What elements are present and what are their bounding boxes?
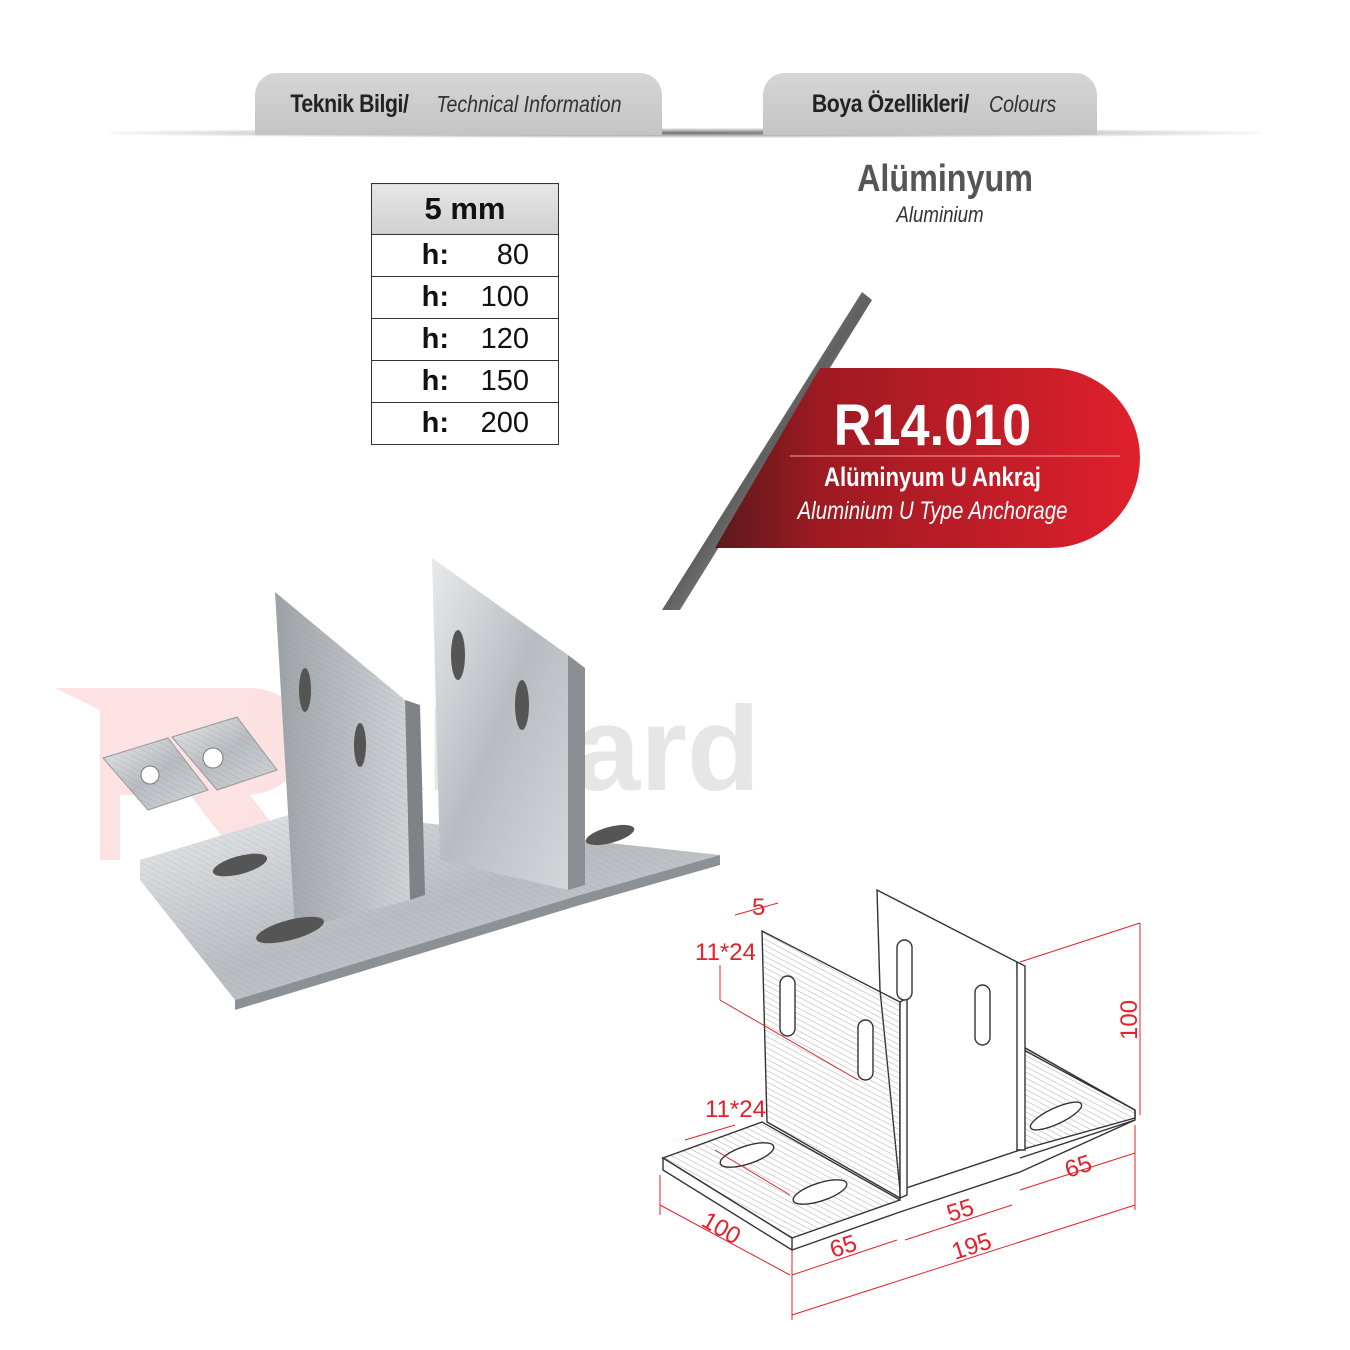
tab-technical-information: Teknik Bilgi/ Technical Information <box>255 73 662 135</box>
product-photo <box>102 558 720 1010</box>
product-name-en: Aluminium U Type Anchorage <box>797 497 1068 525</box>
material-en: Aluminium <box>896 202 984 227</box>
row-value: 150 <box>480 365 529 397</box>
spec-table: 5 mm h: 80 h: 100 h: 120 h: 150 h: 200 <box>371 183 559 445</box>
row-value: 100 <box>480 281 529 313</box>
tab-label-italic: Technical Information <box>435 90 621 117</box>
dim-thickness: 5 <box>752 894 765 921</box>
tab-label-bold: Teknik Bilgi/ <box>290 89 409 118</box>
row-value: 80 <box>496 239 529 271</box>
dim-slot-base: 11*24 <box>705 1096 766 1123</box>
header-divider <box>110 128 1260 138</box>
material-tr: Alüminyum <box>857 158 1033 200</box>
tab-label-italic: Colours <box>989 90 1057 117</box>
row-label: h: <box>421 239 449 271</box>
row-label: h: <box>421 407 449 439</box>
dim-total: 195 <box>949 1228 995 1266</box>
product-code: R14.010 <box>833 393 1032 458</box>
dim-right-flange: 65 <box>1062 1150 1096 1184</box>
tab-label-bold: Boya Özellikleri/ <box>811 89 969 118</box>
dim-slot-upright: 11*24 <box>695 939 756 966</box>
row-value: 120 <box>480 323 529 355</box>
dim-gap: 55 <box>944 1194 978 1228</box>
product-banner <box>715 368 1140 548</box>
dim-height: 100 <box>1116 1000 1143 1040</box>
dim-left-flange: 65 <box>827 1230 861 1264</box>
row-label: h: <box>421 365 449 397</box>
row-label: h: <box>421 323 449 355</box>
thickness-header: 5 mm <box>371 183 559 235</box>
product-name-tr: Alüminyum U Ankraj <box>824 462 1041 492</box>
row-value: 200 <box>480 407 529 439</box>
row-label: h: <box>421 281 449 313</box>
technical-drawing <box>659 888 1141 1320</box>
tab-colours: Boya Özellikleri/ Colours <box>763 73 1097 135</box>
